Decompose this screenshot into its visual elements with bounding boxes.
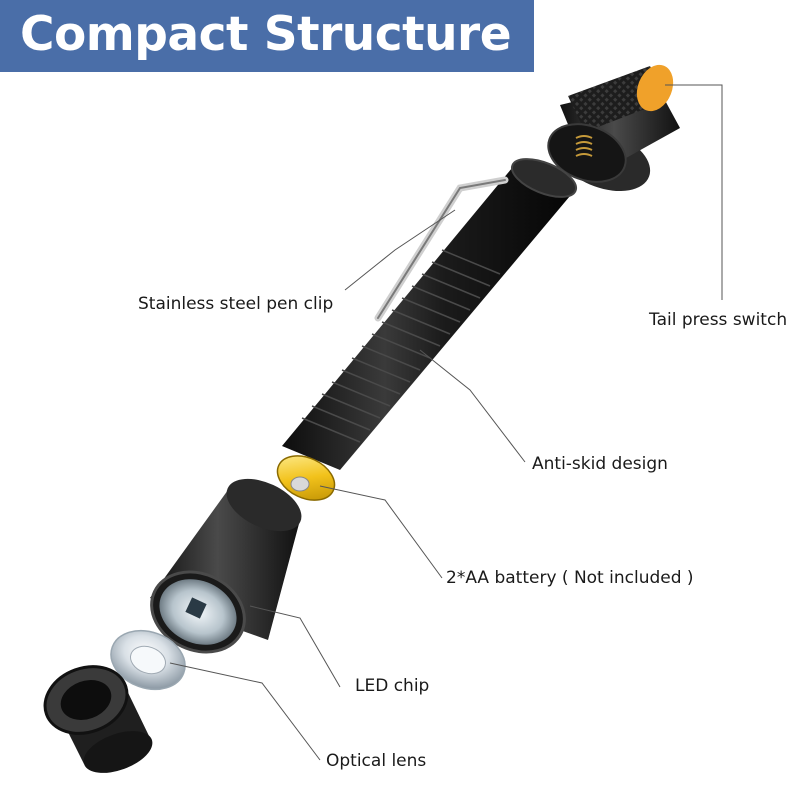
flashlight-head [150,478,302,654]
pen-clip [374,176,509,322]
leader-tail-switch [665,84,723,300]
optical-lens-ring [43,665,153,773]
callout-lines [169,84,723,761]
battery [276,455,336,501]
led-chip-lens [110,629,186,691]
banner-title: Compact Structure [20,7,512,62]
leader-led-chip [249,605,341,688]
label-anti-skid: Anti-skid design [532,454,668,474]
leader-pen-clip [344,209,456,291]
label-tail-switch: Tail press switch [649,310,788,330]
tail-spring [575,135,593,157]
label-optical-lens: Optical lens [326,751,427,771]
label-pen-clip: Stainless steel pen clip [138,294,334,314]
leader-optical-lens [169,662,321,761]
tail-cap [547,64,680,192]
leader-battery [319,485,443,579]
leader-anti-skid [419,349,526,463]
label-led-chip: LED chip [355,676,430,696]
flashlight-body [282,158,578,470]
label-battery: 2*AA battery ( Not included ) [446,568,694,588]
title-banner: Compact Structure [0,0,534,72]
